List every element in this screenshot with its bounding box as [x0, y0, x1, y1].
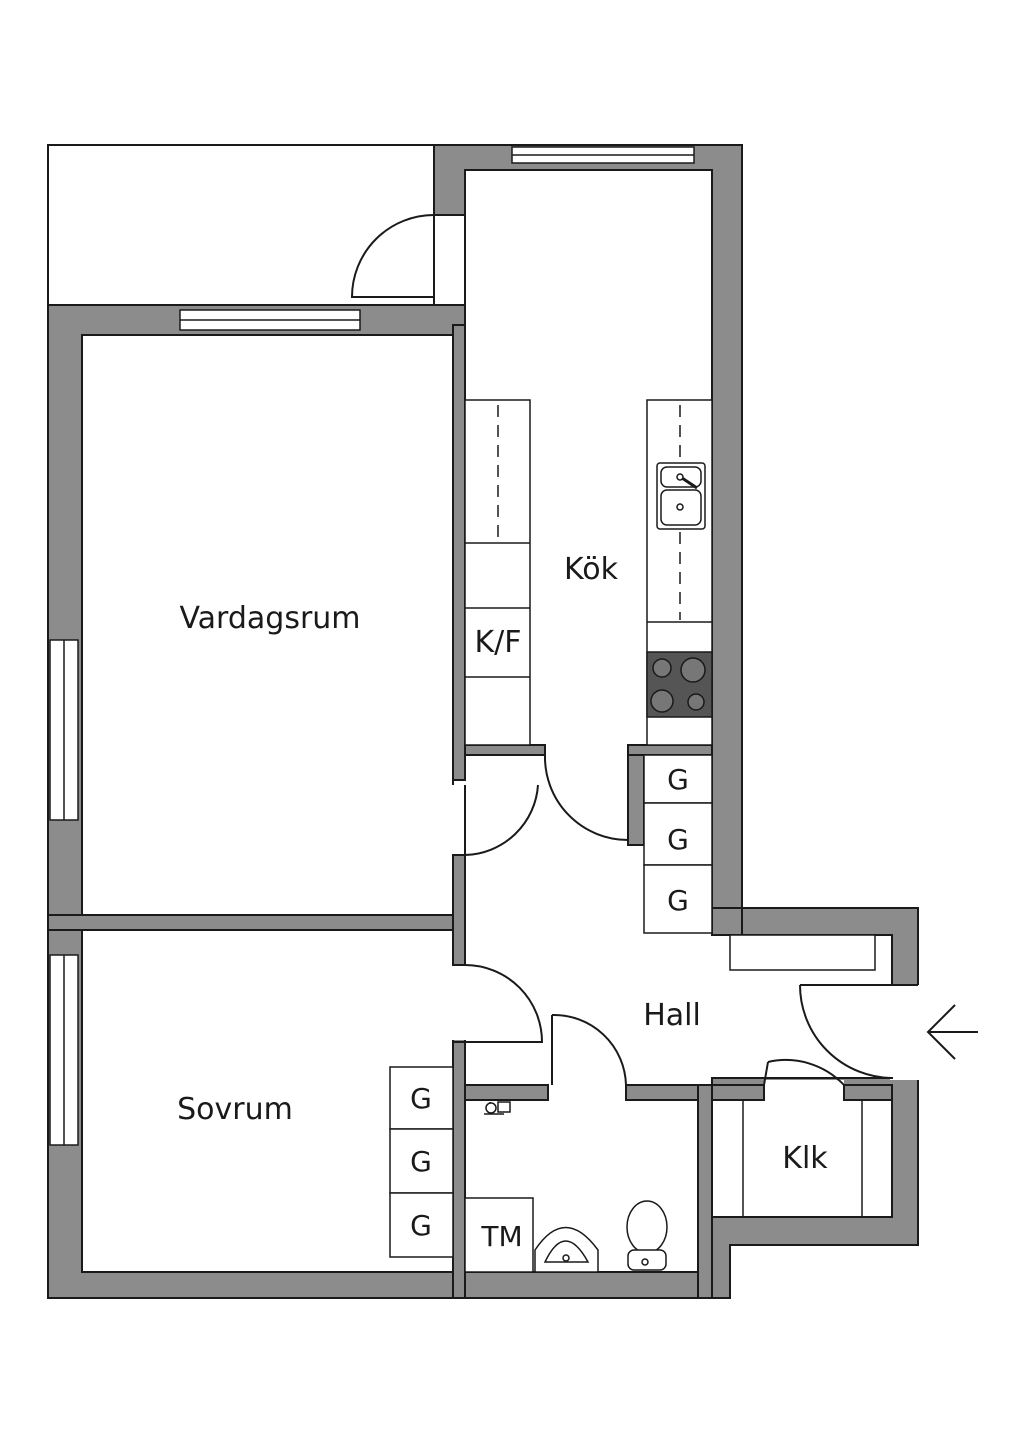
- sink-icon: [656, 462, 706, 530]
- wall-bath-top-left: [464, 1084, 549, 1101]
- room-label-klk: Klk: [782, 1141, 828, 1176]
- counter-left: [464, 399, 531, 746]
- wall-living-bedroom: [47, 914, 466, 931]
- wall-bath-closet: [697, 1084, 713, 1299]
- fixture-label-g-hall-3: G: [667, 884, 689, 917]
- fixture-label-g-bed-2: G: [410, 1145, 432, 1178]
- door-balcony: [350, 214, 435, 298]
- toilet-icon: [626, 1200, 668, 1254]
- door-entrance: [799, 984, 918, 1079]
- door-kitchen: [543, 754, 629, 842]
- fixture-label-tm: TM: [480, 1220, 522, 1253]
- fixture-label-g-hall-1: G: [667, 763, 689, 796]
- door-bathroom: [551, 1013, 627, 1086]
- room-label-kok: Kök: [564, 552, 619, 587]
- wardrobe-hall-3: [643, 864, 713, 934]
- hall-shelf: [729, 934, 876, 971]
- washing-machine: [464, 1197, 534, 1273]
- room-label-vardagsrum: Vardagsrum: [179, 601, 360, 636]
- room-label-sovrum: Sovrum: [177, 1092, 293, 1127]
- living-room-floor: [81, 334, 454, 916]
- faucet-icon: [484, 1101, 511, 1115]
- wardrobe-hall-1: [643, 754, 713, 804]
- door-closet: [763, 1059, 845, 1086]
- wall-kitchen-right-nook: [711, 907, 743, 936]
- fixture-label-g-hall-2: G: [667, 823, 689, 856]
- wall-bedroom-bath: [452, 1041, 466, 1299]
- wardrobe-bedroom-3: [389, 1192, 454, 1258]
- room-label-hall: Hall: [643, 998, 701, 1033]
- door-living: [464, 784, 539, 857]
- fixture-label-g-bed-3: G: [410, 1209, 432, 1242]
- wall-closet-top-left: [711, 1084, 765, 1101]
- wardrobe-bedroom-2: [389, 1128, 454, 1194]
- fixture-label-g-bed-1: G: [410, 1082, 432, 1115]
- wall-kitchen-hall-left: [452, 854, 466, 966]
- stove-icon: [646, 651, 713, 718]
- wall-wardrobe-divider: [627, 754, 645, 846]
- fixture-label-kf: K/F: [474, 625, 521, 660]
- wall-closet-top-right: [843, 1084, 893, 1101]
- wall-living-kitchen: [452, 324, 466, 781]
- wall-kitchen-stub-left: [464, 744, 546, 756]
- door-bedroom: [464, 964, 544, 1043]
- wall-kitchen-stub-right: [627, 744, 713, 756]
- arrow-left-icon: [926, 1004, 978, 1060]
- balcony-outline: [47, 144, 434, 306]
